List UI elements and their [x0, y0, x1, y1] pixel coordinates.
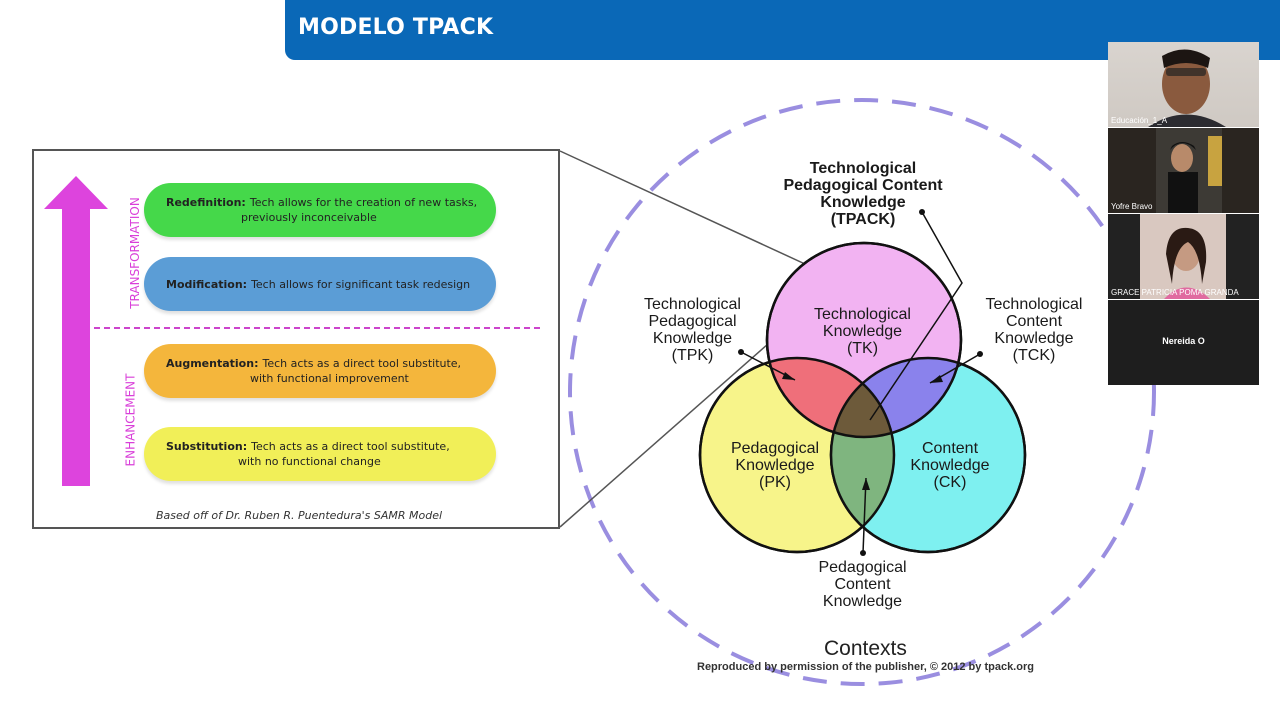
level-desc-line1: Tech allows for the creation of new task…	[249, 196, 478, 209]
participant-tile[interactable]: Educación_1_A	[1108, 42, 1259, 127]
pck-label-line: Knowledge	[822, 593, 903, 610]
tpack-credit: Reproduced by permission of the publishe…	[697, 661, 1034, 673]
pk-label: Pedagogical Knowledge (PK)	[705, 440, 845, 491]
ck-label-line: Content	[921, 440, 979, 457]
tpk-label-line: Technological	[644, 296, 741, 313]
pck-leader	[862, 477, 867, 554]
pck-label-line: Content	[834, 576, 891, 593]
phase-divider	[94, 327, 540, 329]
tk-label-line: Technological	[814, 306, 911, 323]
pk-label-line: Pedagogical	[730, 440, 820, 457]
participant-name: GRACE PATRICIA POMA GRANDA	[1111, 288, 1239, 297]
contexts-label: Contexts	[824, 637, 907, 660]
level-desc-line1: Tech acts as a direct tool substitute,	[262, 357, 462, 370]
samr-level-redefinition: Redefinition:Tech allows for the creatio…	[144, 183, 496, 237]
samr-level-substitution: Substitution:Tech acts as a direct tool …	[144, 427, 496, 481]
tpk-label: Technological Pedagogical Knowledge (TPK…	[625, 296, 760, 364]
level-desc-line2: with no functional change	[238, 455, 381, 468]
tpk-label-line: (TPK)	[671, 347, 714, 364]
level-name: Augmentation:	[166, 357, 259, 370]
tk-label: Technological Knowledge (TK)	[790, 306, 935, 357]
samr-arrow-icon	[44, 176, 108, 486]
samr-level-augmentation: Augmentation:Tech acts as a direct tool …	[144, 344, 496, 398]
participant-name: Educación_1_A	[1111, 116, 1168, 125]
level-name: Redefinition:	[166, 196, 246, 209]
tpk-label-line: Pedagogical	[648, 313, 737, 330]
video-frame-icon	[1140, 214, 1226, 299]
ck-label-line: Knowledge	[910, 457, 990, 474]
tk-label-line: (TK)	[846, 340, 879, 357]
slide-title: MODELO TPACK	[298, 15, 494, 40]
samr-level-modification: Modification:Tech allows for significant…	[144, 257, 496, 311]
tck-label-line: Content	[1005, 313, 1063, 330]
participant-video-strip: Educación_1_A Yofre Bravo GRACE PATRICIA…	[1108, 42, 1259, 386]
ck-label-line: (CK)	[933, 474, 967, 491]
tk-label-line: Knowledge	[822, 323, 903, 340]
pk-label-line: (PK)	[759, 474, 791, 491]
tpack-label-line: (TPACK)	[830, 211, 896, 228]
tck-label-line: (TCK)	[1012, 347, 1056, 364]
level-name: Substitution:	[166, 440, 248, 453]
tpk-label-line: Knowledge	[652, 330, 733, 347]
phase-label-transformation: TRANSFORMATION	[127, 197, 142, 309]
participant-name: Yofre Bravo	[1111, 202, 1153, 211]
participant-tile[interactable]: GRACE PATRICIA POMA GRANDA	[1108, 214, 1259, 299]
tpack-label: Technological Pedagogical Content Knowle…	[760, 160, 966, 228]
samr-caption: Based off of Dr. Ruben R. Puentedura's S…	[156, 509, 443, 522]
participant-tile[interactable]: Yofre Bravo	[1108, 128, 1259, 213]
participant-tile[interactable]: Nereida O	[1108, 300, 1259, 385]
tck-label: Technological Content Knowledge (TCK)	[966, 296, 1102, 364]
slide-title-banner: MODELO TPACK	[285, 0, 1280, 60]
level-name: Modification:	[166, 277, 248, 291]
video-frame-icon	[1156, 128, 1222, 213]
tpack-label-line: Knowledge	[820, 194, 906, 211]
level-desc-line2: previously inconceivable	[241, 211, 377, 224]
level-desc-line1: Tech allows for significant task redesig…	[251, 277, 471, 291]
ck-label: Content Knowledge (CK)	[880, 440, 1020, 491]
tck-label-line: Technological	[985, 296, 1083, 313]
participant-name: Nereida O	[1162, 336, 1205, 346]
pk-label-line: Knowledge	[735, 457, 815, 474]
level-desc-line1: Tech acts as a direct tool substitute,	[251, 440, 450, 453]
pck-label: Pedagogical Content Knowledge	[795, 559, 930, 610]
tpack-label-line: Technological	[809, 160, 917, 177]
samr-model-panel: TRANSFORMATION ENHANCEMENT Redefinition:…	[32, 149, 560, 529]
pck-label-line: Pedagogical	[818, 559, 907, 576]
video-frame-icon	[1148, 49, 1226, 127]
tck-label-line: Knowledge	[994, 330, 1074, 347]
tpack-label-line: Pedagogical Content	[783, 177, 943, 194]
level-desc-line2: with functional improvement	[250, 372, 409, 385]
phase-label-enhancement: ENHANCEMENT	[123, 373, 138, 467]
